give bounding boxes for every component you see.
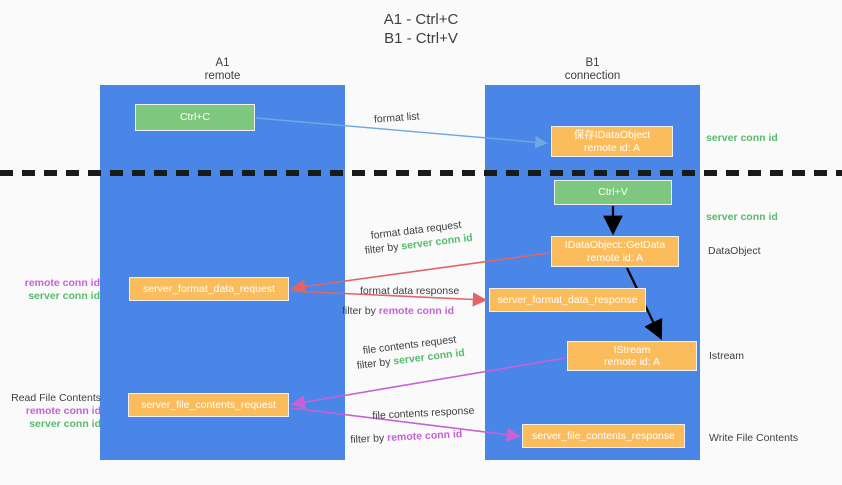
edge-format-data-response bbox=[290, 290, 488, 307]
side-label-server-conn-id-top: server conn id bbox=[706, 132, 778, 144]
edge-file-contents-response bbox=[290, 407, 522, 442]
node-idataobject-getdata-remote-id: remote id: A bbox=[586, 251, 644, 264]
node-new-idataobject[interactable]: 保存IDataObject remote id: A bbox=[551, 126, 673, 157]
edge-file-contents-request bbox=[290, 357, 566, 410]
node-istream[interactable]: IStream remote id: A bbox=[567, 341, 697, 371]
lane-a1-name: A1 bbox=[215, 57, 230, 69]
lane-header-a1: A1 remote bbox=[100, 57, 345, 83]
side-label-istream: Istream bbox=[709, 350, 745, 362]
node-ctrl-v-label: Ctrl+V bbox=[598, 186, 628, 199]
node-istream-title: IStream bbox=[613, 343, 651, 356]
filter-key-remote-conn-id: remote conn id bbox=[386, 428, 463, 445]
filter-key-remote-conn-id: remote conn id bbox=[378, 305, 455, 317]
node-new-idataobject-title: 保存IDataObject bbox=[573, 129, 651, 141]
node-ctrl-v[interactable]: Ctrl+V bbox=[554, 180, 672, 205]
edge-format-data-request bbox=[290, 252, 550, 294]
title-line-2: B1 - Ctrl+V bbox=[384, 30, 458, 47]
node-server-file-contents-response-label: server_file_contents_response bbox=[531, 429, 675, 442]
side-label-remote-conn-id-bottom: remote conn id bbox=[25, 405, 101, 417]
edge-format-list bbox=[255, 117, 548, 149]
side-label-conn-id-group-top: remote conn id server conn id bbox=[10, 277, 100, 303]
side-label-server-conn-id-left-top: server conn id bbox=[28, 290, 100, 302]
side-label-read-file-contents: Read File Contents bbox=[11, 392, 101, 404]
node-idataobject-getdata[interactable]: IDataObject::GetData remote id: A bbox=[551, 236, 679, 267]
edge-label-format-data-response-filter: filter by remote conn id bbox=[342, 304, 454, 318]
node-server-format-data-request-label: server_format_data_request bbox=[143, 282, 275, 295]
page-title: A1 - Ctrl+C B1 - Ctrl+V bbox=[0, 10, 842, 48]
lane-a1-sub: remote bbox=[204, 70, 241, 82]
side-label-server-conn-id-mid: server conn id bbox=[706, 211, 778, 223]
side-label-server-conn-id-left-bottom: server conn id bbox=[29, 418, 101, 430]
node-server-format-data-request[interactable]: server_format_data_request bbox=[129, 277, 289, 301]
lane-header-b1: B1 connection bbox=[485, 57, 700, 83]
node-server-file-contents-request[interactable]: server_file_contents_request bbox=[128, 393, 289, 417]
filter-prefix: filter by bbox=[350, 432, 388, 446]
edge-label-format-data-response: format data response bbox=[360, 285, 460, 297]
node-server-format-data-response[interactable]: server_format_data_response bbox=[489, 288, 646, 312]
lane-b1-name: B1 bbox=[585, 57, 600, 69]
node-server-file-contents-response[interactable]: server_file_contents_response bbox=[522, 424, 685, 448]
filter-prefix: filter by bbox=[342, 305, 379, 317]
node-istream-remote-id: remote id: A bbox=[603, 356, 661, 368]
node-ctrl-c[interactable]: Ctrl+C bbox=[135, 104, 255, 131]
node-idataobject-getdata-title: IDataObject::GetData bbox=[564, 239, 666, 251]
side-label-remote-conn-id-top: remote conn id bbox=[24, 277, 100, 289]
node-new-idataobject-remote-id: remote id: A bbox=[583, 141, 641, 154]
side-label-dataobject: DataObject bbox=[708, 245, 761, 257]
node-server-format-data-response-label: server_format_data_response bbox=[497, 293, 638, 306]
side-label-conn-id-group-bottom: Read File Contents remote conn id server… bbox=[5, 392, 101, 431]
lane-b1-sub: connection bbox=[564, 70, 621, 82]
title-line-1: A1 - Ctrl+C bbox=[383, 11, 459, 28]
node-ctrl-c-label: Ctrl+C bbox=[179, 111, 211, 124]
side-label-write-file-contents: Write File Contents bbox=[709, 432, 799, 444]
node-server-file-contents-request-label: server_file_contents_request bbox=[141, 398, 276, 411]
